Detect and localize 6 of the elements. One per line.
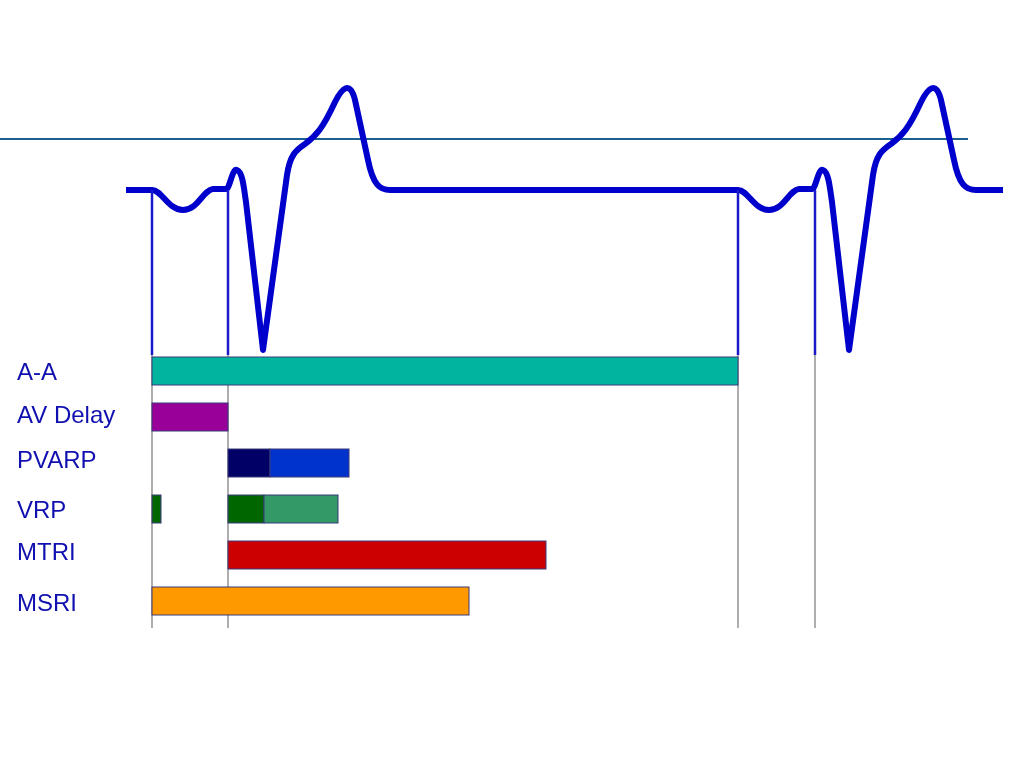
row-label: A-A: [17, 358, 57, 386]
row-label: AV Delay: [17, 401, 116, 429]
row-label: MSRI: [17, 589, 77, 617]
row-label: MTRI: [17, 538, 76, 566]
row-label: VRP: [17, 496, 67, 524]
row-label: PVARP: [17, 446, 97, 474]
